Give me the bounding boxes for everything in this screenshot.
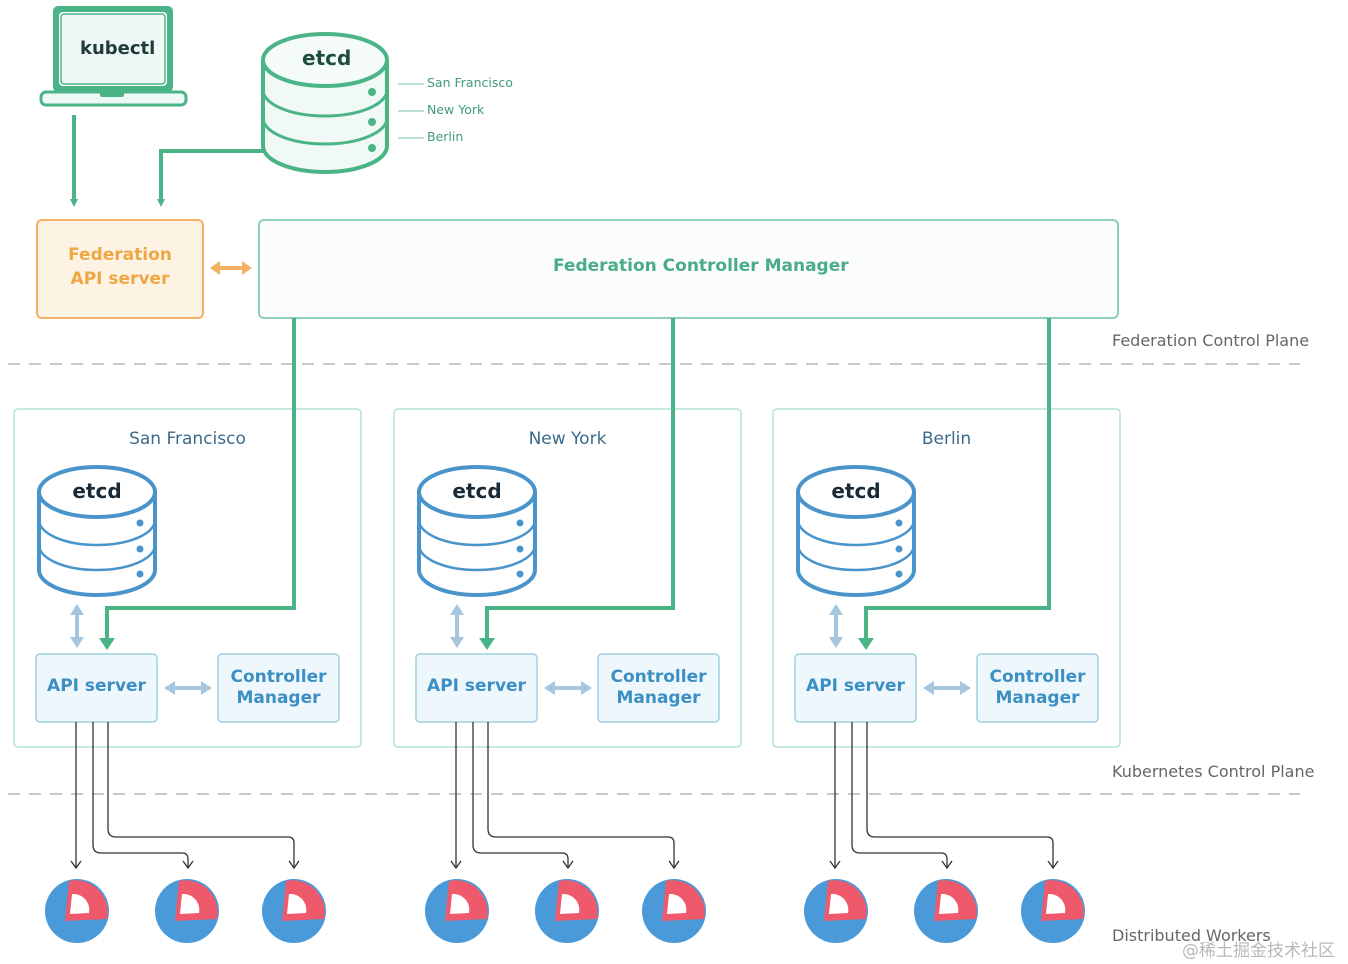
cluster-etcd-label-sf: etcd	[72, 479, 122, 503]
cluster-ny	[393, 318, 742, 748]
etcd-icon-sf	[37, 465, 157, 597]
watermark: @稀土掘金技术社区	[1182, 941, 1335, 961]
worker-lines-sf	[70, 722, 300, 870]
controller-manager-line2: Manager	[995, 688, 1080, 708]
fcm-to-api-server-line-ny	[485, 318, 675, 640]
controller-manager-box-sf[interactable]	[217, 653, 340, 723]
worker-arrowhead-icon	[829, 860, 841, 870]
distributed-workers-label: Distributed Workers	[1112, 926, 1271, 945]
worker-line-3	[487, 722, 675, 868]
etcd-api-double-arrow-icon	[829, 604, 843, 648]
worker-node-icon[interactable]	[262, 879, 326, 943]
worker-node-icon[interactable]	[45, 879, 109, 943]
api-server-label-ny: API server	[427, 676, 526, 696]
worker-lines-berlin	[829, 722, 1059, 870]
federation-api-server-line1: Federation	[68, 245, 172, 265]
kubectl-label: kubectl	[80, 38, 156, 59]
cluster-title-sf: San Francisco	[129, 429, 246, 449]
worker-node-icon[interactable]	[535, 879, 599, 943]
global-etcd-region-berlin: Berlin	[427, 129, 464, 144]
controller-manager-line2: Manager	[236, 688, 321, 708]
api-cm-double-arrow-icon	[544, 681, 592, 695]
worker-node-icon[interactable]	[1021, 879, 1085, 943]
global-etcd-region-sf: San Francisco	[427, 75, 513, 90]
api-server-box-sf[interactable]	[35, 653, 158, 723]
controller-manager-line2: Manager	[616, 688, 701, 708]
worker-node-icon[interactable]	[914, 879, 978, 943]
worker-node-icon[interactable]	[804, 879, 868, 943]
cluster-sf	[13, 318, 362, 748]
etcd-api-double-arrow-icon	[450, 604, 464, 648]
worker-lines-ny	[450, 722, 680, 870]
api-server-box-ny[interactable]	[415, 653, 538, 723]
arrowhead-icon	[479, 638, 495, 650]
fcm-to-api-server-line-berlin	[864, 318, 1051, 640]
cluster-title-berlin: Berlin	[921, 429, 972, 449]
worker-line-2	[851, 722, 948, 868]
kubernetes-control-plane-label: Kubernetes Control Plane	[1112, 762, 1315, 781]
worker-arrowhead-icon	[1047, 860, 1059, 870]
cluster-etcd-label-berlin: etcd	[831, 479, 881, 503]
api-server-label-berlin: API server	[806, 676, 905, 696]
kubectl-laptop-icon	[39, 6, 188, 107]
global-etcd-icon	[261, 32, 389, 174]
etcd-to-federation-api-arrow	[157, 149, 263, 207]
global-etcd-region-ny: New York	[427, 102, 485, 117]
cluster-title-ny: New York	[528, 429, 607, 449]
federation-api-server-line2: API server	[70, 269, 170, 289]
worker-line-2	[92, 722, 189, 868]
global-etcd-label: etcd	[302, 46, 352, 70]
controller-manager-box-ny[interactable]	[597, 653, 720, 723]
federation-controller-manager-box[interactable]	[258, 219, 1119, 319]
controller-manager-box-berlin[interactable]	[976, 653, 1099, 723]
controller-manager-line1: Controller	[230, 667, 327, 687]
etcd-api-double-arrow-icon	[70, 604, 84, 648]
worker-line-3	[866, 722, 1054, 868]
worker-line-2	[472, 722, 569, 868]
api-cm-double-arrow-icon	[923, 681, 971, 695]
worker-arrowhead-icon	[562, 860, 574, 870]
cluster-berlin	[772, 318, 1121, 748]
controller-manager-line1: Controller	[610, 667, 707, 687]
etcd-icon-berlin	[796, 465, 916, 597]
worker-arrowhead-icon	[70, 860, 82, 870]
worker-arrowhead-icon	[450, 860, 462, 870]
worker-node-icon[interactable]	[642, 879, 706, 943]
cluster-etcd-label-ny: etcd	[452, 479, 502, 503]
federation-api-server-label: Federation API server	[37, 243, 203, 291]
federation-controller-manager-label: Federation Controller Manager	[553, 256, 849, 276]
worker-node-icon[interactable]	[155, 879, 219, 943]
worker-arrowhead-icon	[668, 860, 680, 870]
worker-node-icon[interactable]	[425, 879, 489, 943]
arrowhead-icon	[858, 638, 874, 650]
federation-api-cm-double-arrow-icon	[210, 261, 252, 275]
fcm-to-api-server-line-sf	[105, 318, 296, 640]
controller-manager-line1: Controller	[989, 667, 1086, 687]
federation-control-plane-label: Federation Control Plane	[1112, 331, 1310, 350]
etcd-icon-ny	[417, 465, 537, 597]
api-server-label-sf: API server	[47, 676, 146, 696]
worker-arrowhead-icon	[941, 860, 953, 870]
worker-arrowhead-icon	[182, 860, 194, 870]
federation-api-server-box[interactable]	[36, 219, 204, 319]
worker-line-3	[107, 722, 295, 868]
arrowhead-icon	[99, 638, 115, 650]
api-server-box-berlin[interactable]	[794, 653, 917, 723]
worker-arrowhead-icon	[288, 860, 300, 870]
api-cm-double-arrow-icon	[164, 681, 212, 695]
